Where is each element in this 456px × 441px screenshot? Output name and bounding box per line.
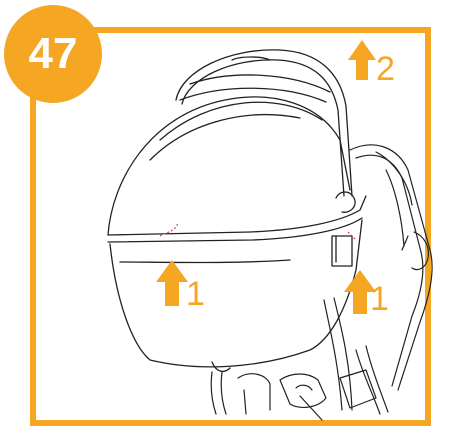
arrow-label-2: 2	[376, 50, 395, 88]
lift-arrow-1-right: 1	[344, 270, 389, 318]
stroller-frame-drawing	[211, 145, 432, 420]
step-number-badge: 47	[4, 5, 102, 103]
carrycot-drawing	[108, 50, 366, 372]
arrow-up-icon	[156, 260, 188, 306]
lift-arrow-2: 2	[348, 40, 395, 88]
arrow-label-1-right: 1	[370, 280, 389, 318]
lift-arrow-1-left: 1	[156, 260, 205, 313]
arrow-label-1-left: 1	[186, 275, 205, 313]
arrow-up-icon	[348, 40, 376, 80]
